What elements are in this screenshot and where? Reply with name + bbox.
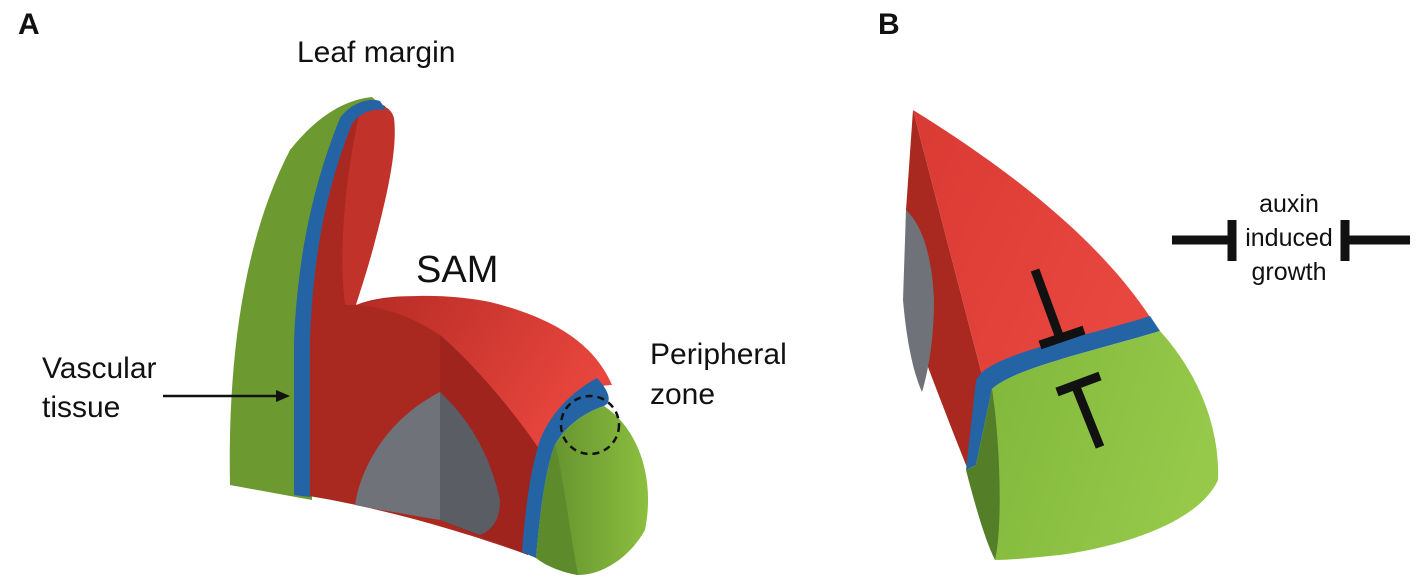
sector-blue-band xyxy=(966,316,1160,470)
sector-red-top xyxy=(913,110,1152,375)
label-peripheral-line2: zone xyxy=(650,378,715,411)
panel-b-letter: B xyxy=(878,8,900,41)
legend-auxin-line3: growth xyxy=(1251,258,1326,286)
peripheral-zone-marker xyxy=(559,394,621,456)
leaf-inner-highlight xyxy=(342,105,395,305)
peripheral-zone-green-side xyxy=(536,445,578,575)
legend-auxin-line2: induced xyxy=(1245,224,1333,252)
vascular-band-left xyxy=(294,99,386,497)
sam-grey-core-shadow xyxy=(440,392,500,535)
label-vascular-line1: Vascular xyxy=(42,352,157,385)
panel-b: B auxi xyxy=(878,8,1410,560)
auxin-legend: auxin induced growth xyxy=(1172,190,1410,286)
inhibition-symbol-lower xyxy=(1055,371,1105,449)
legend-auxin-line1: auxin xyxy=(1259,190,1319,218)
sector-grey-face xyxy=(903,210,934,392)
vascular-arrow xyxy=(163,390,290,402)
label-vascular-line2: tissue xyxy=(42,391,120,424)
panel-a: A Leaf margin SAM xyxy=(18,8,787,575)
sam-3d-model xyxy=(229,97,649,575)
label-peripheral-line1: Peripheral xyxy=(650,338,787,371)
sector-green-side xyxy=(966,389,1000,560)
sam-grey-core xyxy=(355,392,440,520)
vascular-band-right xyxy=(522,378,609,558)
label-leaf-margin: Leaf margin xyxy=(297,36,455,69)
sam-dome-red xyxy=(356,295,612,455)
sector-red-side xyxy=(905,110,982,470)
inhibition-symbol-upper xyxy=(1030,268,1086,350)
label-sam: SAM xyxy=(416,249,498,291)
panel-a-letter: A xyxy=(18,8,40,41)
